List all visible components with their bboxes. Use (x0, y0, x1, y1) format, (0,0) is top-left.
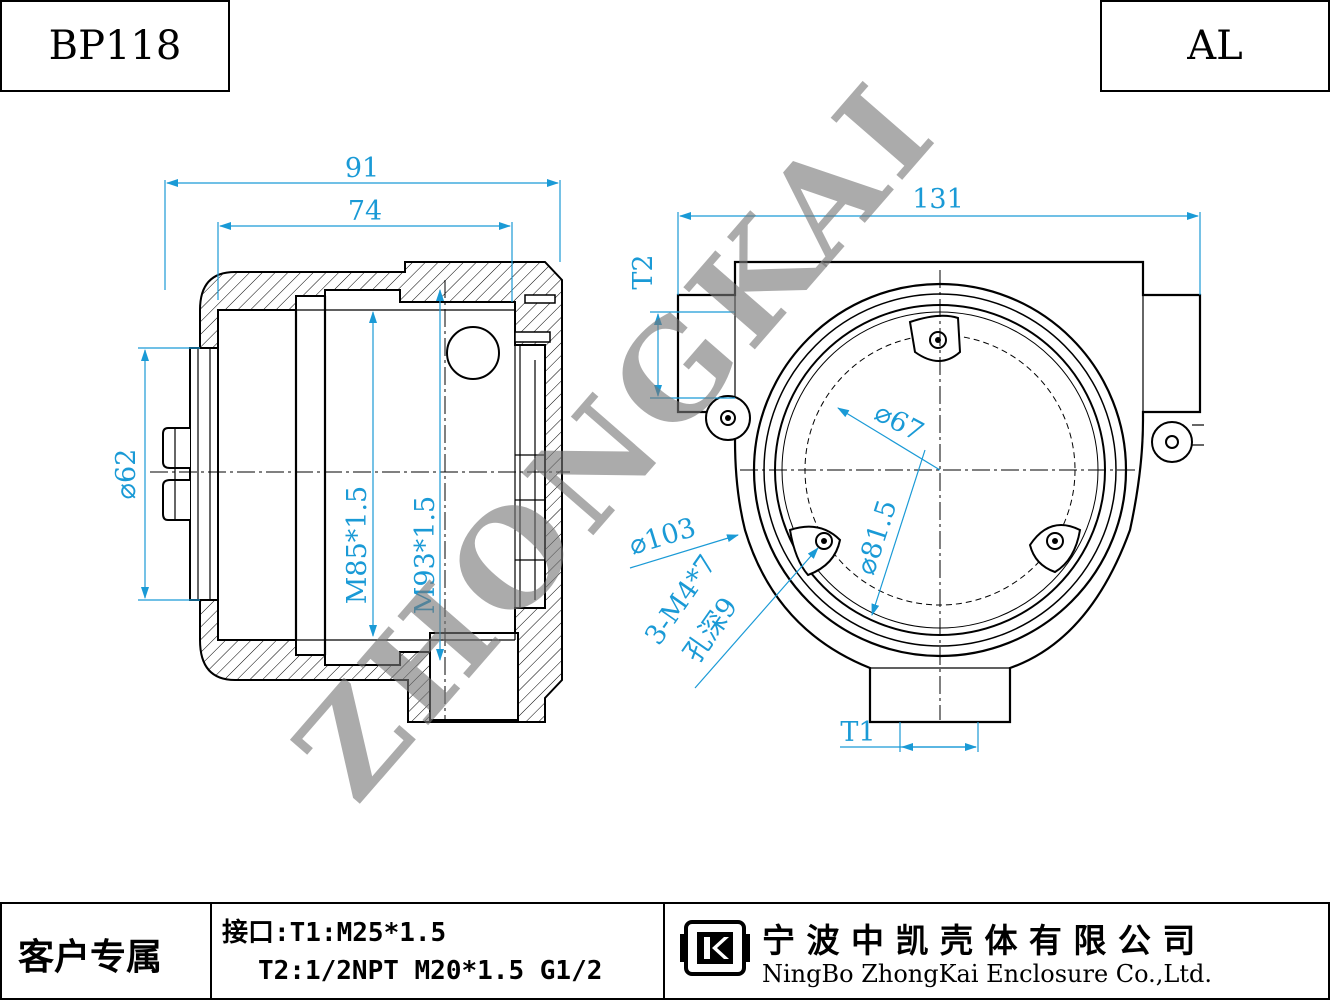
dim-t1: T1 (840, 717, 875, 748)
company-name-cn: 宁 波 中 凯 壳 体 有 限 公 司 (762, 921, 1196, 960)
interface-line-1: 接口:T1:M25*1.5 (222, 918, 447, 948)
dim-m93: M93*1.5 (410, 496, 441, 614)
customer-label: 客户专属 (18, 937, 163, 978)
model-code: BP118 (48, 23, 182, 69)
title-block (0, 902, 1330, 1000)
dim-m85: M85*1.5 (342, 486, 373, 604)
interface-line-2: T2:1/2NPT M20*1.5 G1/2 (258, 956, 603, 986)
dim-74: 74 (348, 196, 382, 227)
dim-d62: ⌀62 (111, 449, 142, 500)
side-view-dimensions: 91 74 ⌀62 M85*1.5 M93*1.5 (111, 153, 561, 661)
dim-91: 91 (345, 153, 379, 184)
material-code: AL (1187, 23, 1243, 69)
dim-131: 131 (912, 184, 964, 215)
company-logo-icon (680, 920, 750, 976)
interface-cell (210, 902, 665, 1000)
material-box: AL (1100, 0, 1330, 92)
company-name-en: NingBo ZhongKai Enclosure Co.,Ltd. (762, 960, 1212, 988)
model-box: BP118 (0, 0, 230, 92)
dim-t2: T2 (628, 254, 659, 289)
side-section-view (150, 261, 570, 723)
